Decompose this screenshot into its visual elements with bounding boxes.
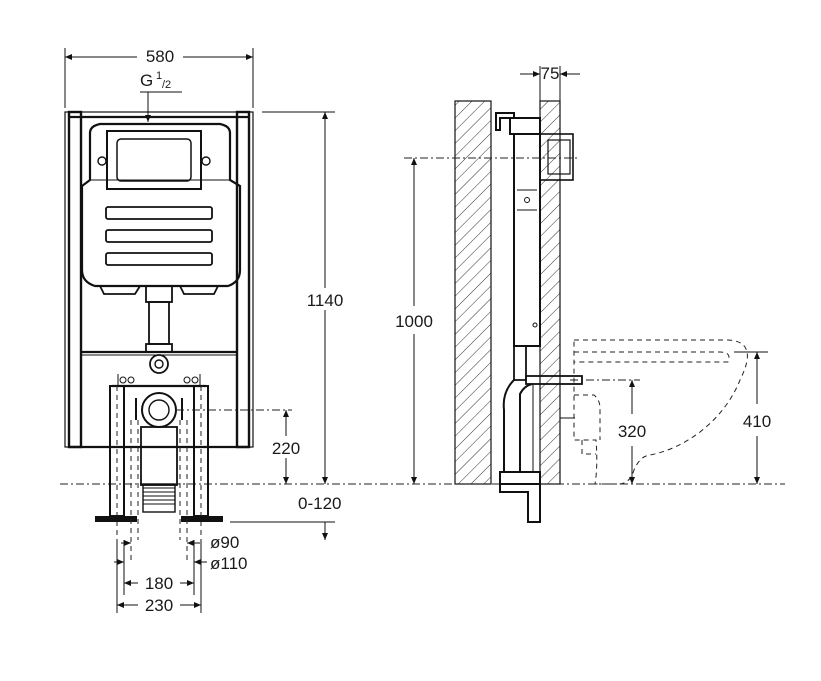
- front-view: 580 G 1 /2: [64, 47, 344, 615]
- depth-dimension: 75: [541, 64, 560, 83]
- toilet-bowl-outline: [573, 339, 748, 485]
- drain-height-dimension: 220: [272, 439, 300, 458]
- side-view: 75 1000: [395, 64, 771, 523]
- leg-outer-spacing: 230: [145, 596, 173, 615]
- cistern-rib: [105, 229, 213, 243]
- height-dimension: 1140: [307, 291, 344, 310]
- flush-outlet: [149, 354, 169, 374]
- pipe-diameter-large: ø110: [210, 554, 248, 573]
- width-dimension: 580: [146, 47, 174, 66]
- inlet-label: G: [140, 71, 153, 90]
- bowl-height-dimension: 410: [743, 412, 771, 431]
- cistern-rib: [105, 206, 213, 220]
- cistern-rib: [105, 252, 213, 266]
- inlet-label-sup: 1: [156, 70, 162, 82]
- leg-inner-spacing: 180: [145, 574, 173, 593]
- inlet-label-sub: /2: [162, 79, 171, 91]
- support-legs: [95, 385, 223, 540]
- fixing-holes: [117, 374, 201, 386]
- drain-outlet: [141, 392, 177, 428]
- flush-height-dimension: 1000: [395, 312, 433, 331]
- drain-pipe: [140, 426, 178, 486]
- adjustment-dimension: 0-120: [298, 494, 341, 513]
- cistern-tank: [80, 122, 242, 288]
- outlet-height-dimension: 320: [618, 422, 646, 441]
- frame-outline: [64, 111, 254, 448]
- frame-profile: [495, 112, 583, 523]
- back-wall: [454, 100, 492, 485]
- pipe-diameter-small: ø90: [210, 533, 239, 552]
- flush-plate-opening: [106, 130, 202, 190]
- flush-pipe: [145, 285, 173, 303]
